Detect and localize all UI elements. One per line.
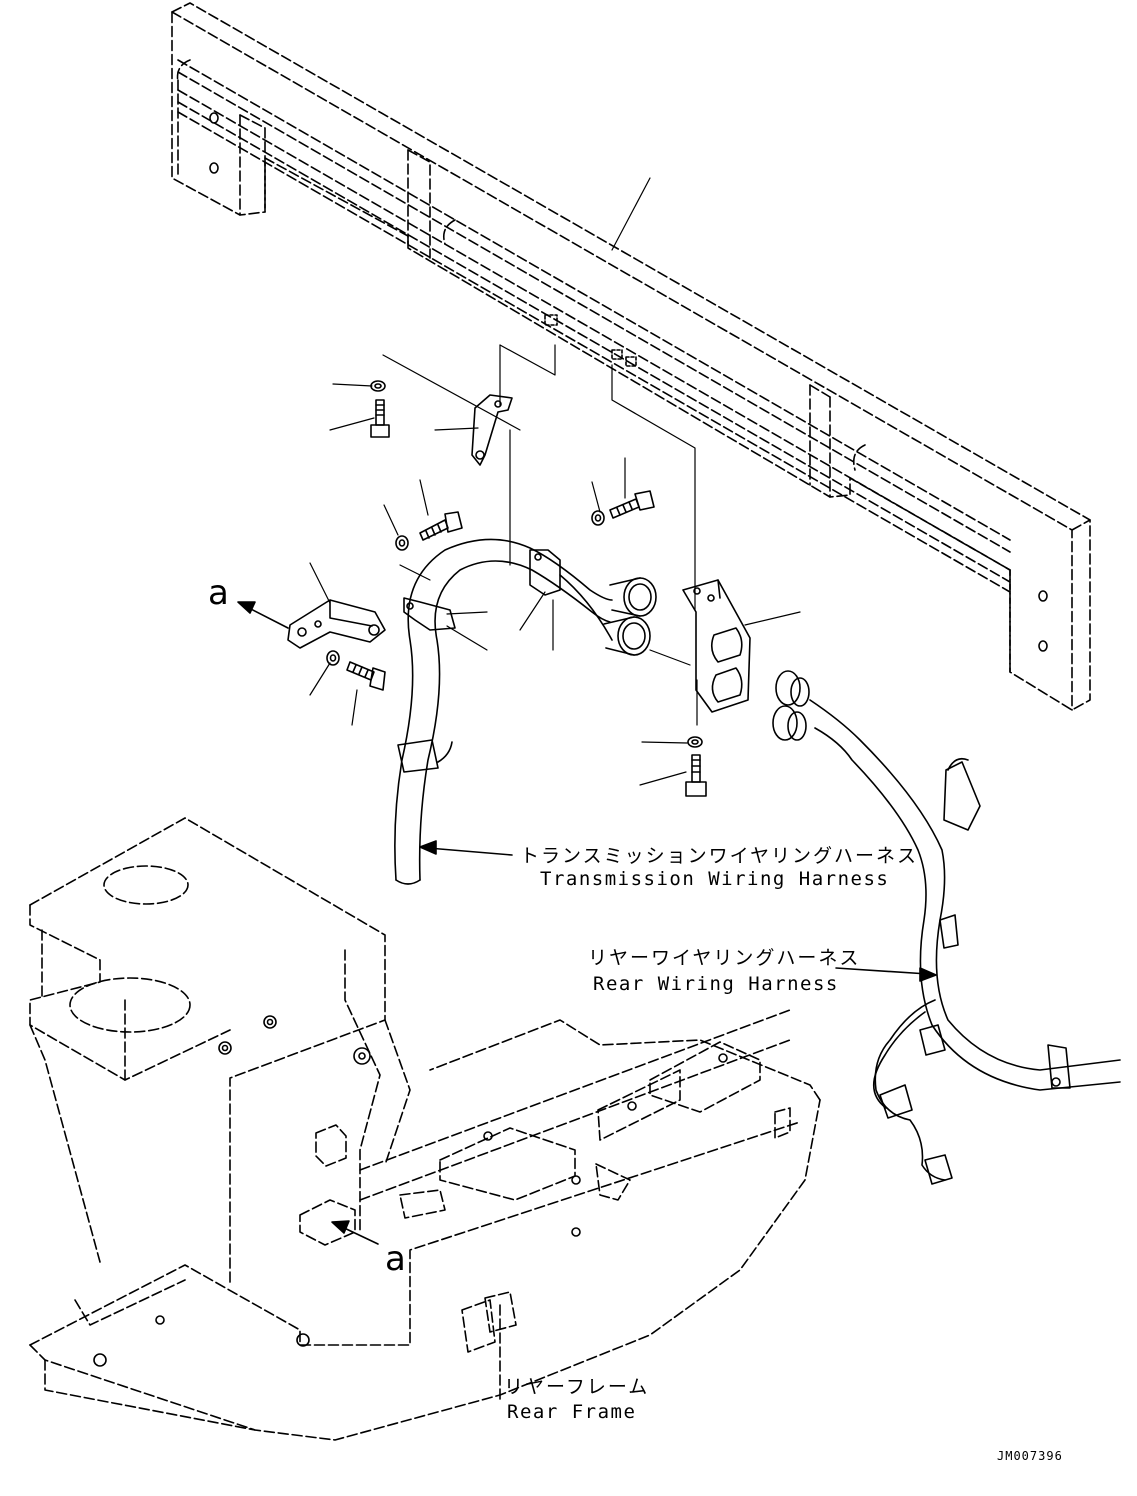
- transmission-wiring-harness: [394, 538, 613, 885]
- rear-frame-label-jp: リヤーフレーム: [504, 1376, 649, 1398]
- frame-holes: [209, 112, 1048, 652]
- washer-4: [326, 650, 340, 666]
- rear-frame-holes: [93, 1015, 728, 1367]
- callout-leaders: [309, 177, 801, 786]
- drawing-code: JM007396: [997, 1449, 1063, 1463]
- washer-2: [395, 535, 409, 551]
- bolt-2: [419, 511, 463, 541]
- rear-frame: [29, 817, 821, 1441]
- bolt-1: [370, 399, 390, 438]
- bolt-4: [346, 661, 386, 691]
- arrow-rear-harness: [835, 967, 937, 982]
- rail-mount-nuts: [544, 314, 637, 367]
- rear-frame-label-en: Rear Frame: [507, 1401, 636, 1423]
- small-bracket: [471, 394, 513, 466]
- bolt-3: [609, 490, 655, 519]
- view-marker-bottom: a: [385, 1239, 406, 1279]
- washer-3: [591, 510, 605, 526]
- transmission-connectors: [603, 577, 657, 656]
- harness-clamp-2: [529, 549, 561, 596]
- bolt-5: [685, 754, 707, 797]
- rear-connectors: [772, 670, 810, 741]
- arrow-marker-top: [237, 601, 289, 629]
- view-marker-top: a: [208, 573, 229, 613]
- transmission-harness-label-jp: トランスミッションワイヤリングハーネス: [520, 845, 918, 867]
- left-l-bracket: [287, 599, 386, 649]
- connector-plate: [682, 579, 751, 713]
- top-frame-rail: [171, 2, 1091, 711]
- rear-harness-label-en: Rear Wiring Harness: [593, 973, 839, 995]
- washer-5: [687, 736, 703, 748]
- transmission-harness-label-en: Transmission Wiring Harness: [540, 868, 889, 890]
- arrow-marker-bottom: [331, 1220, 379, 1245]
- rear-wiring-harness: [809, 699, 1121, 1185]
- assembly-lines: [382, 344, 698, 726]
- washer-1: [370, 380, 386, 392]
- rear-harness-label-jp: リヤーワイヤリングハーネス: [588, 947, 860, 969]
- arrow-transmission-harness: [419, 840, 513, 856]
